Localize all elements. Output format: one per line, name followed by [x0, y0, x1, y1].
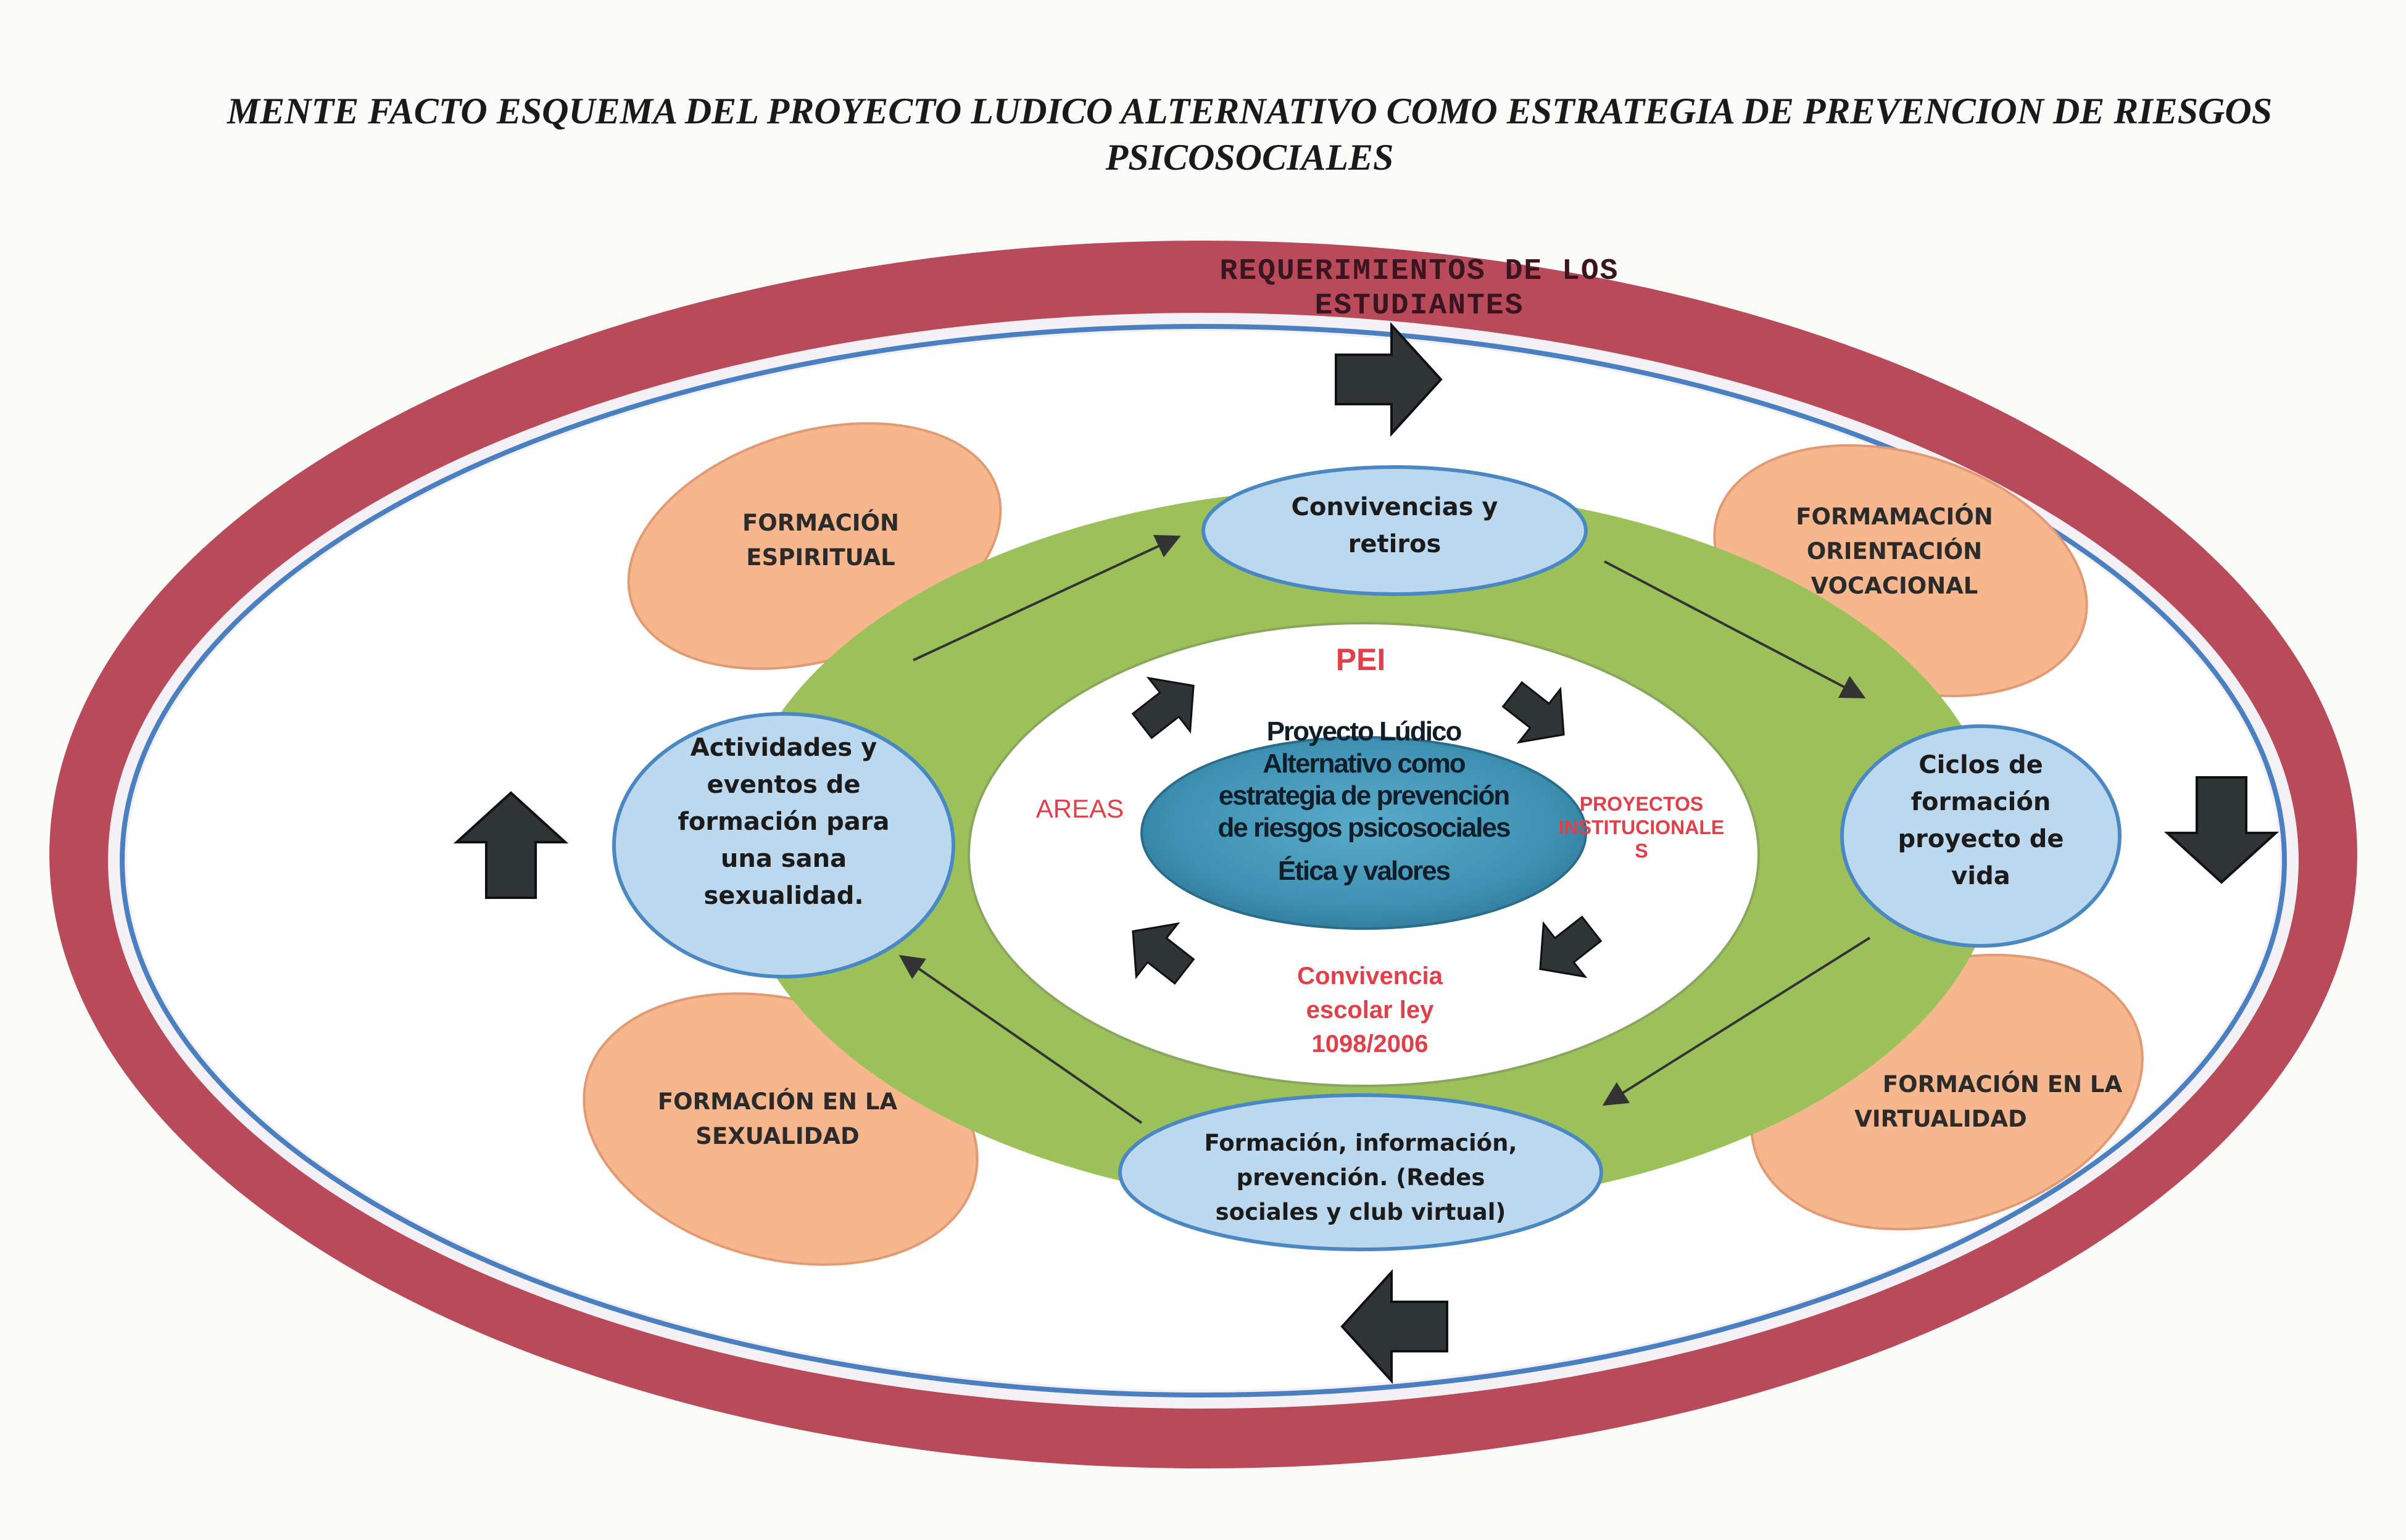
node-text: sociales y club virtual)	[1215, 1199, 1506, 1225]
node-text: prevención. (Redes	[1236, 1164, 1485, 1191]
cycle-arrow-right-to-bottom	[1602, 937, 1871, 1106]
node-text: eventos de	[707, 771, 861, 799]
block-arrow-up-icon	[453, 791, 569, 899]
node-actividades	[612, 712, 955, 979]
cycle-arrow-left-to-top	[913, 535, 1181, 661]
label-areas: AREAS	[1035, 794, 1124, 823]
convivencia-text: escolar ley	[1306, 996, 1434, 1024]
inner-arrow-bottom-right-icon	[1539, 915, 1603, 979]
block-arrow-left-icon	[1340, 1269, 1448, 1385]
inner-arrow-bottom-left-icon	[1132, 922, 1195, 985]
center-text: de riesgos psicosociales	[1218, 813, 1511, 843]
petal-label-espiritual: FORMACIÓN ESPIRITUAL	[697, 506, 944, 575]
cycle-arrow-top-to-right	[1604, 560, 1866, 698]
node-ciclos	[1840, 724, 2122, 948]
node-text: Formación, información,	[1204, 1130, 1517, 1156]
node-text: formación	[1910, 788, 2051, 816]
label-convivencia: Convivencia escolar ley 1098/2006	[1265, 959, 1475, 1061]
diagram-title-line-1: MENTE FACTO ESQUEMA DEL PROYECTO LUDICO …	[226, 91, 2273, 131]
proyectos-text: PROYECTOS	[1579, 793, 1704, 815]
center-text: estrategia de prevención	[1218, 780, 1510, 811]
petal-text: ORIENTACIÓN	[1806, 538, 1983, 565]
center-text: Alternativo como	[1263, 748, 1466, 779]
cycle-arrow-bottom-to-left	[898, 954, 1143, 1124]
proyectos-text: S	[1635, 840, 1648, 862]
outer-ring-label-line-2: ESTUDIANTES	[1314, 289, 1524, 323]
petal-label-sexualidad: FORMACIÓN EN LA SEXUALIDAD	[642, 1085, 913, 1154]
inner-arrow-top-left-icon	[1131, 676, 1195, 740]
node-text: Actividades y	[690, 734, 877, 762]
node-text: sexualidad.	[703, 882, 864, 910]
outer-ring-label: REQUERIMIENTOS DE LOS ESTUDIANTES	[1142, 254, 1697, 323]
convivencia-text: 1098/2006	[1311, 1030, 1429, 1058]
node-text: vida	[1951, 862, 2010, 890]
petal-text: VOCACIONAL	[1811, 573, 1978, 599]
petal-text: FORMAMACIÓN	[1796, 503, 1993, 530]
petal-label-virtualidad: FORMACIÓN EN LA VIRTUALIDAD	[1814, 1067, 2123, 1136]
node-formacion-informacion	[1118, 1093, 1603, 1251]
node-text: Convivencias y	[1291, 493, 1498, 521]
petal-text: FORMACIÓN EN LA	[1882, 1071, 2123, 1098]
node-convivencias	[1201, 465, 1588, 596]
node-text: proyecto de	[1898, 825, 2064, 853]
center-ellipse	[1140, 736, 1587, 930]
center-text: Proyecto Lúdico	[1266, 716, 1462, 747]
petal-text: ESPIRITUAL	[746, 544, 895, 571]
petal-label-vocacional: FORMAMACIÓN ORIENTACIÓN VOCACIONAL	[1765, 500, 2024, 603]
convivencia-text: Convivencia	[1297, 962, 1443, 990]
node-label-ciclos: Ciclos de formación proyecto de vida	[1870, 747, 2092, 895]
node-label-formacion: Formación, información, prevención. (Red…	[1172, 1126, 1549, 1230]
petal-text: SEXUALIDAD	[695, 1123, 860, 1149]
inner-arrow-top-right-icon	[1501, 681, 1565, 744]
block-arrow-down-icon	[2163, 776, 2279, 884]
diagram-title-line-2: PSICOSOCIALES	[1105, 137, 1394, 178]
petal-text: FORMACIÓN	[742, 510, 899, 536]
node-text: formación para	[678, 808, 890, 836]
node-label-convivencias: Convivencias y retiros	[1247, 489, 1543, 563]
proyectos-text: INSTITUCIONALE	[1558, 816, 1725, 838]
label-pei: PEI	[1335, 642, 1386, 677]
node-text: retiros	[1348, 530, 1442, 558]
block-arrow-right-icon	[1335, 321, 1443, 437]
center-label: Proyecto Lúdico Alternativo como estrate…	[1160, 716, 1567, 887]
node-text: una sana	[720, 845, 847, 873]
outer-ring-blue-line	[120, 324, 2287, 1397]
petal-text: VIRTUALIDAD	[1854, 1106, 2027, 1132]
petal-text: FORMACIÓN EN LA	[657, 1088, 898, 1115]
center-subtitle: Ética y valores	[1277, 856, 1451, 886]
node-label-actividades: Actividades y eventos de formación para …	[660, 729, 907, 914]
outer-ring-label-line-1: REQUERIMIENTOS DE LOS	[1219, 255, 1619, 288]
node-text: Ciclos de	[1919, 751, 2043, 779]
label-proyectos: PROYECTOS INSTITUCIONALE S	[1543, 792, 1740, 863]
